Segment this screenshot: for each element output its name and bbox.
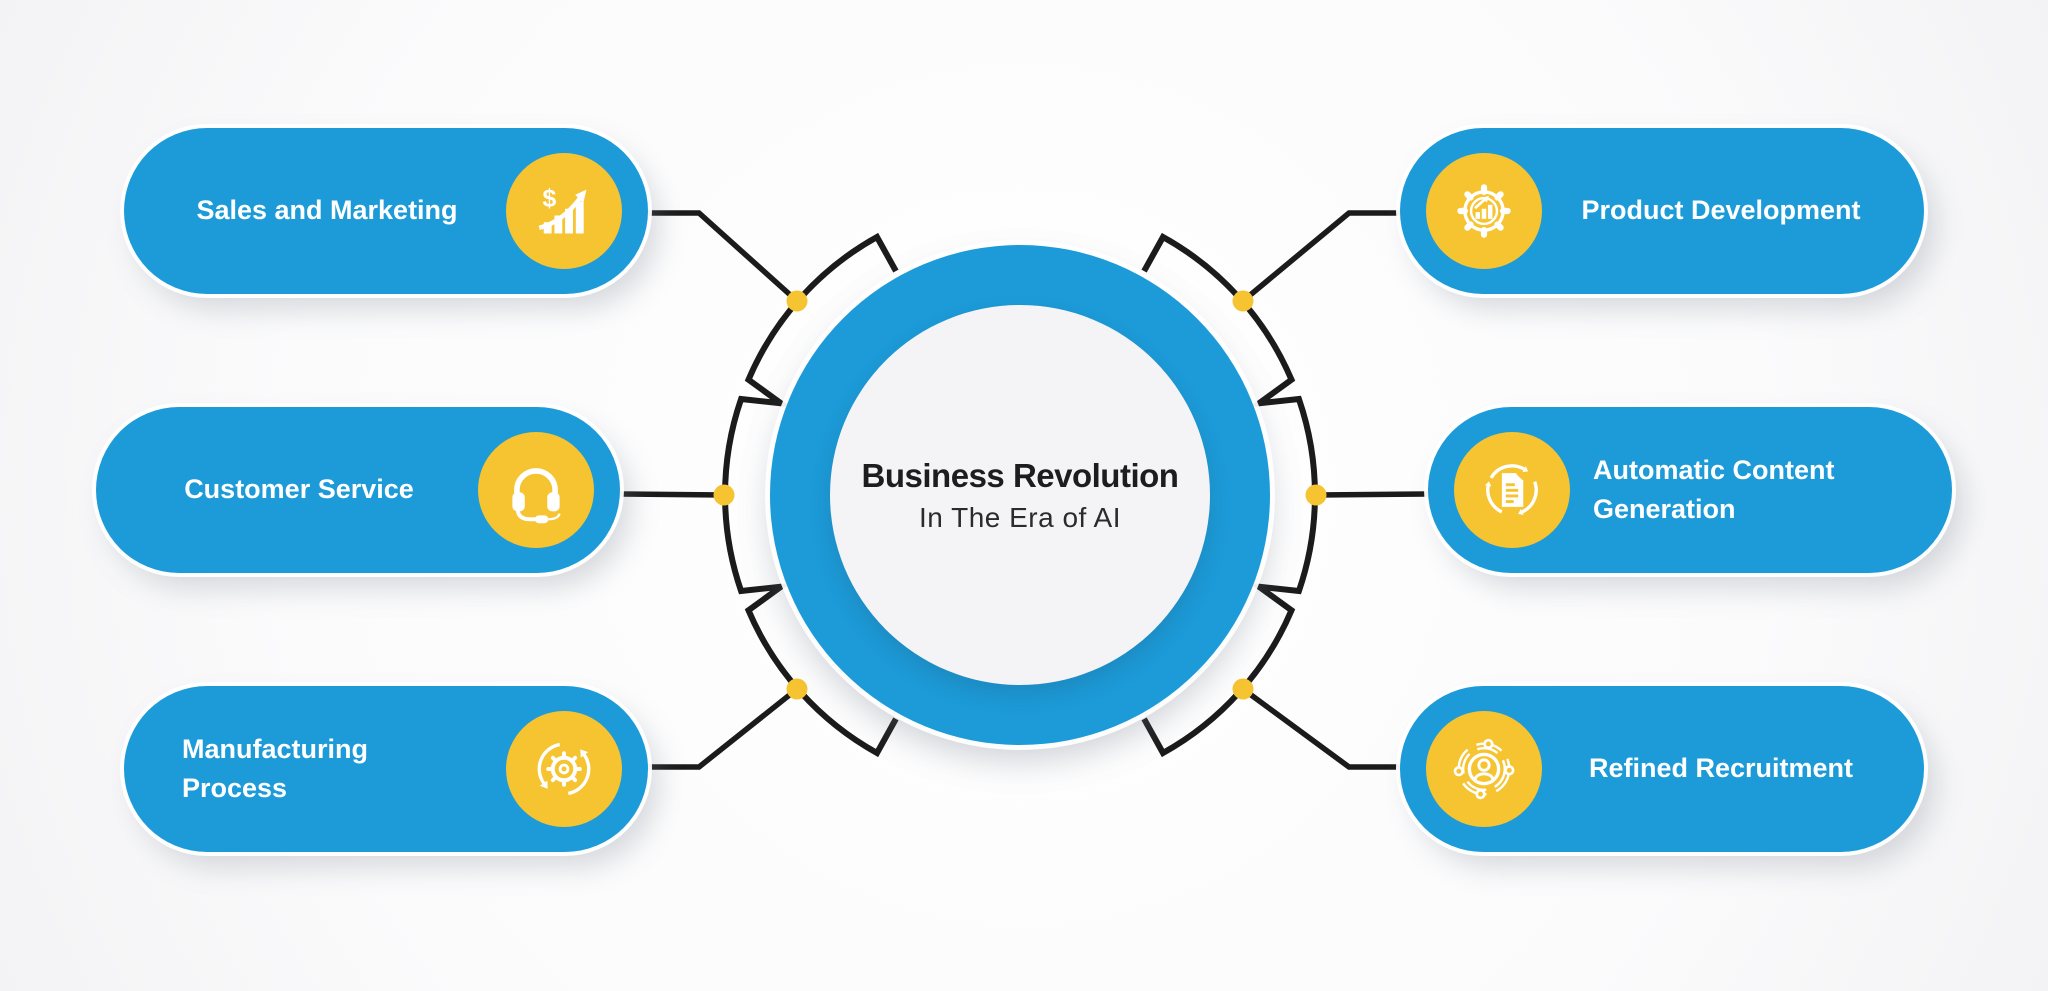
svg-text:$: $ bbox=[542, 186, 556, 213]
gear-analytics-icon bbox=[1426, 153, 1542, 269]
connector-line-manufacturing bbox=[645, 686, 800, 770]
dollar-growth-chart-icon: $ bbox=[506, 153, 622, 269]
junction-dot-upper-left bbox=[786, 290, 808, 312]
pill-manufacturing-process: Manufacturing Process bbox=[124, 686, 648, 852]
candidate-network-icon bbox=[1426, 711, 1542, 827]
gear-refresh-icon bbox=[506, 711, 622, 827]
headset-icon bbox=[478, 432, 594, 548]
pill-customer-service: Customer Service bbox=[96, 407, 620, 573]
junction-dot-middle-right bbox=[1305, 484, 1327, 506]
hub-inner-disc bbox=[830, 305, 1210, 685]
connector-line-product bbox=[1240, 210, 1403, 304]
connector-line-content bbox=[1313, 491, 1431, 498]
junction-dot-lower-left bbox=[786, 678, 808, 700]
hub-title: Business Revolution bbox=[861, 456, 1179, 494]
connector-line-recruitment bbox=[1240, 686, 1403, 770]
connector-line-customer bbox=[617, 491, 727, 498]
pill-label: Customer Service bbox=[184, 474, 414, 505]
pill-label: Refined Recruitment bbox=[1588, 753, 1854, 784]
pill-refined-recruitment: Refined Recruitment bbox=[1400, 686, 1924, 852]
pill-product-development: Product Development bbox=[1400, 128, 1924, 294]
pill-label: Automatic Content Generation bbox=[1593, 454, 1835, 524]
pill-automatic-content-generation: Automatic Content Generation bbox=[1428, 407, 1952, 573]
junction-dot-middle-left bbox=[713, 484, 735, 506]
pill-sales-and-marketing: Sales and Marketing $ bbox=[124, 128, 648, 294]
pill-label: Sales and Marketing bbox=[196, 195, 458, 226]
connector-line-sales bbox=[645, 210, 800, 304]
junction-dot-upper-right bbox=[1232, 290, 1254, 312]
pill-label: Manufacturing Process bbox=[182, 733, 368, 803]
hub-subtitle: In The Era of AI bbox=[918, 501, 1122, 533]
junction-dot-lower-right bbox=[1232, 678, 1254, 700]
hub-text-block: Business Revolution In The Era of AI bbox=[830, 305, 1210, 685]
document-refresh-icon bbox=[1454, 432, 1570, 548]
pill-label: Product Development bbox=[1581, 195, 1861, 226]
